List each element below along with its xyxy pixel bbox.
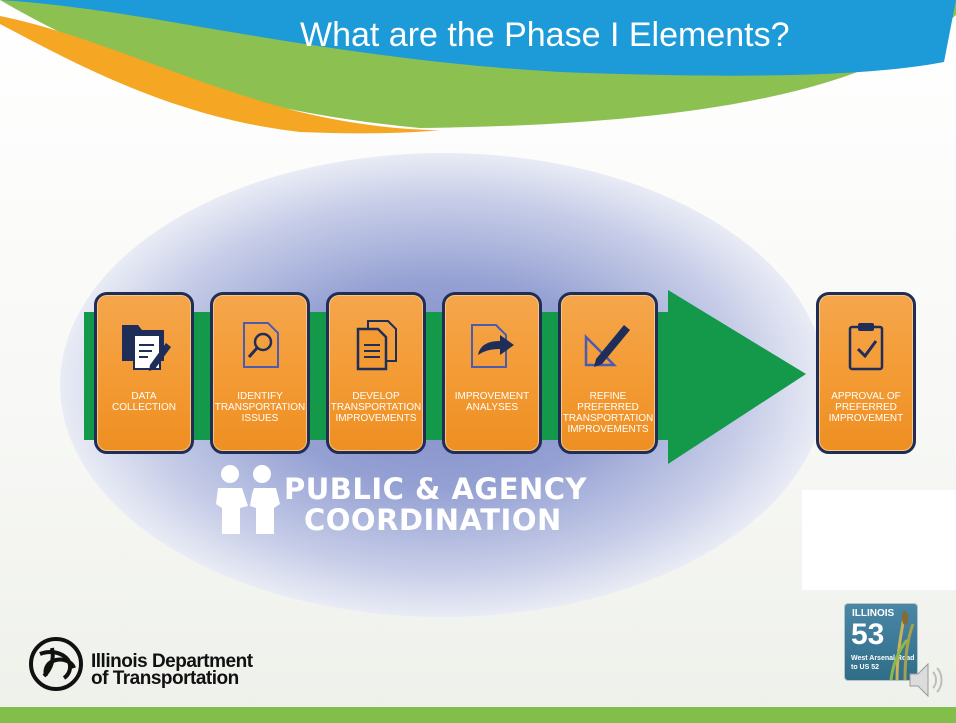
document-arrow-icon [471, 324, 514, 368]
pencil-triangle-icon [584, 325, 630, 367]
clipboard-check-icon [848, 323, 884, 371]
two-people-icon [216, 465, 280, 534]
badge-number: 53 [851, 618, 885, 651]
magnifier-document-icon [243, 322, 279, 368]
reeds-icon [889, 611, 915, 680]
badge-line2: to US 52 [851, 664, 880, 671]
badge-state: ILLINOIS [852, 608, 895, 619]
idot-emblem-icon [29, 637, 83, 691]
coordination-text: PUBLIC & AGENCY COORDINATION [284, 472, 588, 537]
stacked-documents-icon [356, 320, 397, 371]
speaker-icon[interactable] [908, 660, 944, 700]
badge-line1: West Arsenal Road [851, 655, 915, 662]
white-patch [802, 490, 956, 590]
header-swoosh [0, 0, 956, 134]
route-badge: ILLINOIS 53 West Arsenal Road to US 52 [844, 603, 918, 681]
slide-title: What are the Phase I Elements? [300, 16, 790, 54]
idot-logo-text: Illinois Department of Transportation [91, 651, 253, 689]
folder-document-pencil-icon [122, 325, 171, 371]
footer-bar [0, 707, 956, 723]
